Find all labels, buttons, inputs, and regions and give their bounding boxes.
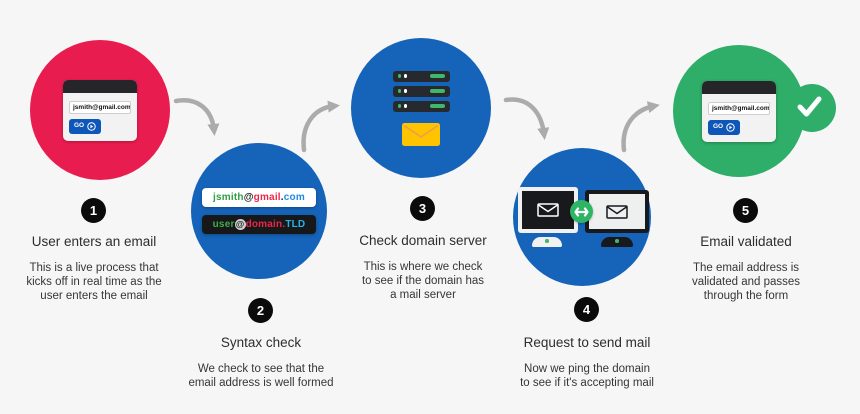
- email-input-mock: jsmith@gmail.com: [69, 100, 131, 114]
- server-led-bar: [429, 89, 445, 93]
- step3-circle: [351, 38, 491, 178]
- server-unit: [392, 85, 450, 97]
- step2-title: Syntax check: [220, 335, 302, 350]
- arrow-step1-step2: [173, 98, 220, 136]
- receiver-monitor: [585, 190, 649, 233]
- step4-number-badge: 4: [574, 297, 599, 322]
- example-email-pill: jsmith@gmail.com: [202, 188, 316, 207]
- go-button-mock: GO: [708, 119, 741, 135]
- step5-circle: jsmith@gmail.com GO: [673, 45, 805, 177]
- computers-exchange-mail-icon: [513, 148, 651, 286]
- step1-number-badge: 1: [81, 198, 106, 223]
- go-arrow-icon: [87, 121, 96, 131]
- sync-badge: [570, 200, 593, 223]
- step3-number-badge: 3: [410, 196, 435, 221]
- step4-title: Request to send mail: [523, 335, 651, 350]
- browser-email-form-icon: jsmith@gmail.com GO: [63, 79, 137, 141]
- step1-circle: jsmith@gmail.com GO: [30, 40, 170, 180]
- server-led-green: [397, 89, 401, 93]
- envelope-icon: [537, 203, 559, 217]
- power-led: [545, 239, 549, 243]
- arrow-step3-step4: [503, 97, 550, 140]
- server-led-white: [403, 104, 407, 108]
- sender-screen: [522, 191, 574, 229]
- checkmark-icon: [797, 96, 822, 122]
- step2-number-badge: 2: [248, 298, 273, 323]
- mail-server-rack-icon: [392, 70, 450, 146]
- email-syntax-pills-icon: jsmith@gmail.com user@domain.TLD: [201, 188, 317, 234]
- email-pattern-pill: user@domain.TLD: [201, 215, 317, 234]
- browser-titlebar: [63, 79, 137, 93]
- step5-title: Email validated: [700, 234, 792, 249]
- sender-monitor: [518, 187, 578, 233]
- server-led-bar: [429, 104, 445, 108]
- receiver-screen: [589, 194, 645, 229]
- step2-description: We check to see that the email address i…: [188, 363, 334, 389]
- server-led-green: [397, 104, 401, 108]
- browser-email-form-validated-icon: jsmith@gmail.com GO: [702, 80, 776, 142]
- step5-description: The email address is validated and passe…: [691, 262, 801, 302]
- step1-description: This is a live process that kicks off in…: [26, 262, 162, 302]
- go-button-label: GO: [713, 122, 724, 130]
- server-led-bar: [429, 74, 445, 78]
- browser-titlebar: [702, 80, 776, 94]
- step4-circle: [513, 148, 651, 286]
- yellow-envelope-icon: [402, 122, 440, 146]
- arrow-step4-step5: [621, 101, 660, 153]
- go-button-mock: GO: [69, 118, 102, 134]
- step3-title: Check domain server: [359, 233, 487, 248]
- double-arrow-icon: [574, 206, 589, 217]
- step2-circle: jsmith@gmail.com user@domain.TLD: [191, 143, 327, 279]
- envelope-icon: [606, 204, 628, 219]
- step5-number-badge: 5: [733, 198, 758, 223]
- step1-title: User enters an email: [31, 234, 157, 249]
- email-input-mock: jsmith@gmail.com: [708, 101, 770, 115]
- step3-description: This is where we check to see if the dom…: [361, 261, 485, 301]
- go-button-label: GO: [74, 121, 85, 129]
- server-led-white: [403, 89, 407, 93]
- server-led-white: [403, 74, 407, 78]
- server-unit: [392, 70, 450, 82]
- power-led: [615, 239, 619, 243]
- arrow-step2-step3: [301, 100, 340, 153]
- go-arrow-icon: [726, 122, 735, 132]
- sender-monitor-base: [532, 237, 562, 247]
- server-unit: [392, 100, 450, 112]
- receiver-monitor-base: [601, 237, 633, 247]
- step4-description: Now we ping the domain to see if it's ac…: [520, 363, 654, 389]
- server-led-green: [397, 74, 401, 78]
